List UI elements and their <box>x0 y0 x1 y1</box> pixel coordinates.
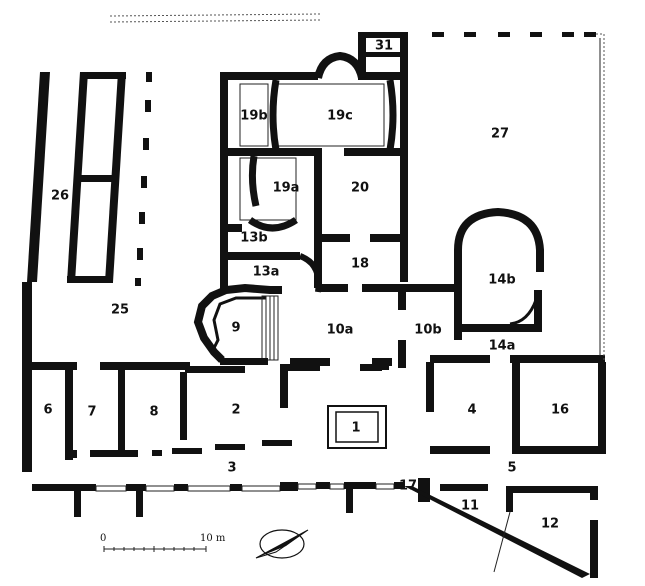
north-arrow-icon <box>255 529 309 559</box>
room-label-1: 1 <box>351 421 360 436</box>
room-label-26: 26 <box>51 189 69 204</box>
room-label-3: 3 <box>227 461 236 476</box>
impluvium <box>327 405 387 449</box>
central-walls <box>185 364 389 408</box>
room-label-5: 5 <box>507 461 516 476</box>
room-label-14a: 14a <box>489 339 516 354</box>
room-9-walls <box>193 283 282 365</box>
room-label-27: 27 <box>491 127 509 142</box>
west-walls <box>22 282 190 472</box>
room-label-13b: 13b <box>240 231 267 246</box>
rooms-7-8-walls <box>65 365 292 460</box>
room-label-13a: 13a <box>253 265 280 280</box>
north-block-walls <box>220 32 458 293</box>
room-10-walls <box>290 292 406 368</box>
room-label-19a: 19a <box>273 181 300 196</box>
room-27-walls <box>432 32 605 360</box>
room-label-19c: 19c <box>327 109 353 124</box>
room-label-8: 8 <box>149 405 158 420</box>
scale-bar: 0 10 m <box>100 533 226 552</box>
room-label-9: 9 <box>231 321 240 336</box>
room-label-12: 12 <box>541 517 559 532</box>
room-label-16: 16 <box>551 403 569 418</box>
room-label-31: 31 <box>375 39 393 54</box>
top-ground-line <box>109 13 321 23</box>
rooms-4-16-walls <box>426 362 606 454</box>
room-label-25: 25 <box>111 303 129 318</box>
room-label-10a: 10a <box>327 323 354 338</box>
southeast-walls <box>404 478 598 578</box>
room-labels: 1 2 3 4 5 6 7 8 9 10a 10b 11 12 13a 13b … <box>43 39 569 532</box>
room-label-10b: 10b <box>414 323 441 338</box>
room-label-4: 4 <box>467 403 476 418</box>
room-label-17: 17 <box>399 479 417 494</box>
room-label-11: 11 <box>461 499 479 514</box>
room-label-6: 6 <box>43 403 52 418</box>
room-14-walls <box>430 207 605 363</box>
room-label-7: 7 <box>87 405 96 420</box>
south-facade <box>32 482 404 517</box>
scale-start-label: 0 <box>100 533 106 544</box>
room-label-19b: 19b <box>240 109 267 124</box>
room-label-14b: 14b <box>488 273 515 288</box>
scale-end-label: 10 m <box>200 533 226 544</box>
room-label-2: 2 <box>231 403 240 418</box>
room-26-walls <box>27 72 152 286</box>
room-label-18: 18 <box>351 257 369 272</box>
room-label-20: 20 <box>351 181 369 196</box>
